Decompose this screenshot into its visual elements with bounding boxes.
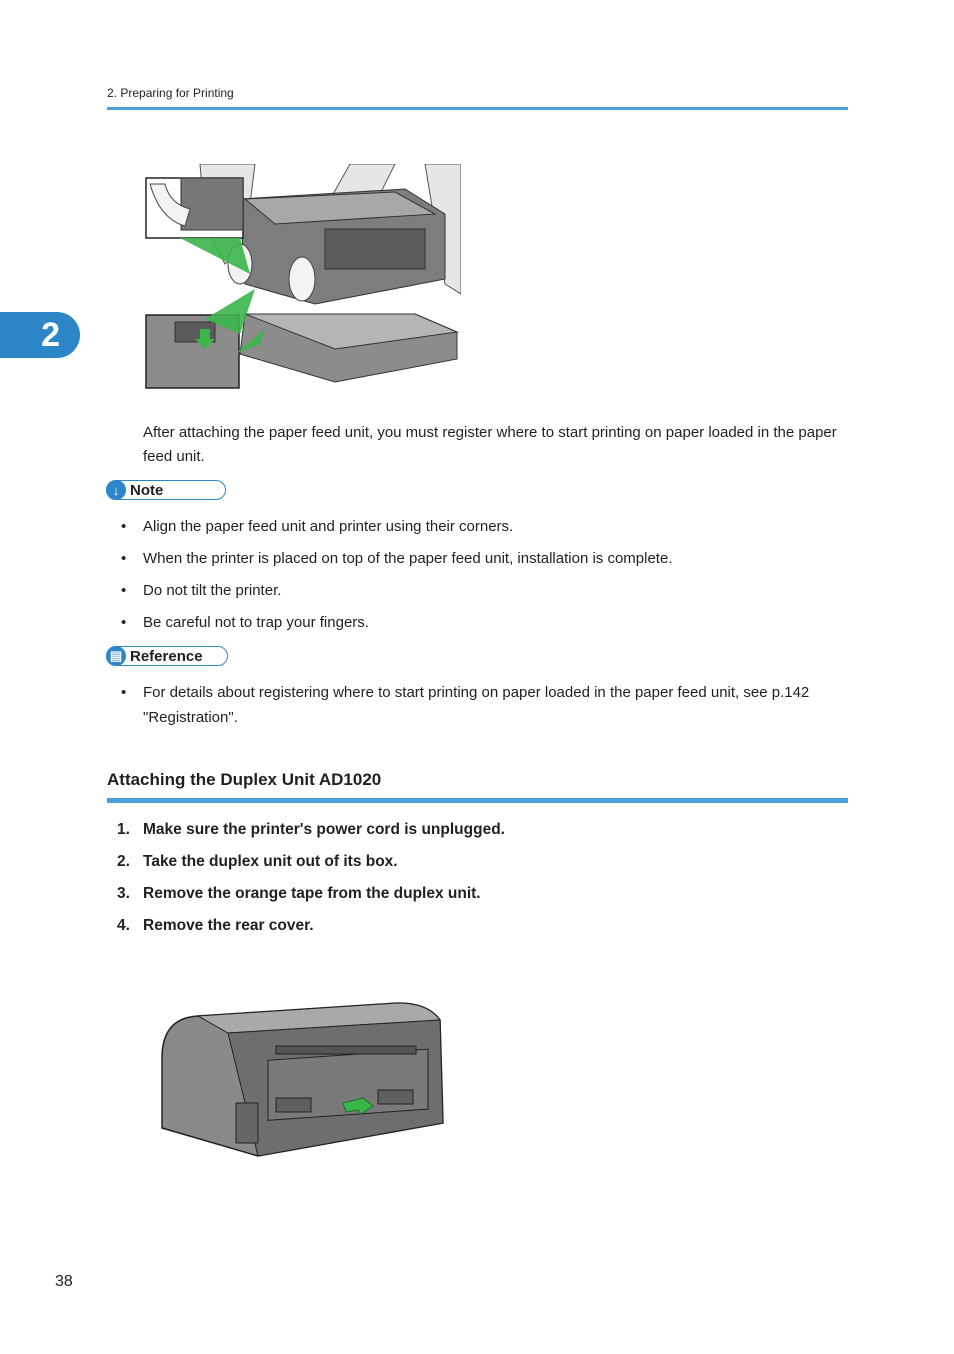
reference-label: Reference	[130, 647, 203, 665]
section-rule	[107, 798, 848, 803]
note-label: Note	[130, 481, 164, 499]
note-list: •Align the paper feed unit and printer u…	[118, 514, 848, 642]
list-item[interactable]: •For details about registering where to …	[121, 684, 810, 726]
reference-callout: ▤ Reference	[106, 646, 228, 666]
section-title: Attaching the Duplex Unit AD1020	[107, 770, 382, 789]
page-number: 38	[55, 1273, 73, 1290]
intro-paragraph: After attaching the paper feed unit, you…	[143, 424, 837, 465]
list-item: •When the printer is placed on top of th…	[121, 550, 673, 567]
note-callout: ↓ Note	[106, 480, 226, 500]
reference-list: •For details about registering where to …	[118, 680, 848, 737]
document-icon: ▤	[106, 646, 126, 666]
list-item: •Be careful not to trap your fingers.	[121, 614, 369, 631]
step-item: 1.Make sure the printer's power cord is …	[117, 821, 505, 838]
running-header: 2. Preparing for Printing	[107, 86, 234, 100]
step-item: 4.Remove the rear cover.	[117, 917, 314, 934]
paper-feed-unit-illustration	[145, 164, 461, 390]
rear-cover-illustration	[161, 1002, 444, 1157]
step-item: 3.Remove the orange tape from the duplex…	[117, 885, 481, 902]
down-arrow-icon: ↓	[106, 480, 126, 500]
chapter-tab: 2	[0, 312, 80, 358]
list-item: •Align the paper feed unit and printer u…	[121, 518, 514, 535]
steps-list: 1.Make sure the printer's power cord is …	[107, 818, 505, 946]
step-item: 2.Take the duplex unit out of its box.	[117, 853, 398, 870]
header-rule	[107, 107, 848, 110]
list-item: •Do not tilt the printer.	[121, 582, 282, 599]
